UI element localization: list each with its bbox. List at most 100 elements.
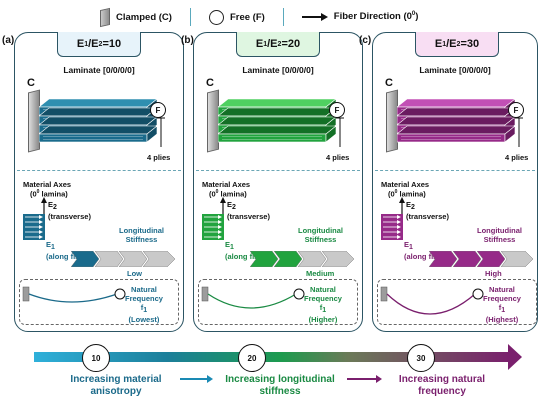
lamina-square: [23, 214, 45, 240]
clamp-icon: [100, 7, 110, 27]
ply: [397, 133, 506, 143]
ply-side: [325, 125, 337, 143]
ply-top: [218, 107, 337, 117]
gradient-arrow-bar: [34, 352, 510, 362]
axes-icon: [41, 197, 47, 215]
mode-shape-icon: [380, 286, 484, 315]
e1-label: E1(along fiber): [225, 240, 269, 261]
ratio-node-20: 20: [238, 344, 266, 372]
material-axes-title: Material Axes: [202, 180, 251, 189]
stiffness-arrow: [429, 251, 534, 267]
clamp-letter: C: [27, 77, 35, 89]
ply-top: [218, 98, 337, 108]
stiffness-level: Low: [127, 269, 142, 278]
frequency-box: [19, 279, 179, 325]
laminate-title: Laminate [0/0/0/0]: [63, 65, 135, 75]
laminate-title: Laminate [0/0/0/0]: [242, 65, 314, 75]
ply-top: [39, 107, 158, 117]
material-axes-title: Material Axes: [23, 180, 72, 189]
panel-label: (c): [359, 35, 372, 46]
ratio-node-30: 30: [407, 344, 435, 372]
gradient-arrow-head: [508, 344, 522, 370]
plies-label: 4 plies: [326, 153, 350, 162]
thickness-marker: [515, 117, 523, 147]
mode-shape-icon: [201, 286, 305, 309]
stiffness-arrow: [71, 251, 176, 267]
free-end-marker: F: [329, 102, 345, 118]
stiffness-level: High: [485, 269, 502, 278]
legend-free: Free (F): [208, 9, 265, 25]
frequency-box: [377, 279, 537, 325]
e2-label: E2(transverse): [406, 200, 449, 221]
section-divider: [375, 170, 535, 171]
ratio-node-10: 10: [82, 344, 110, 372]
lamina-square: [202, 214, 224, 240]
ply-top: [39, 98, 158, 108]
caption-anisotropy: Increasing material anisotropy: [70, 374, 162, 397]
arrow-icon: [180, 375, 213, 383]
laminate-drawing: [218, 98, 337, 143]
plies-label: 4 plies: [505, 153, 529, 162]
ply: [218, 133, 327, 143]
mode-shape-icon: [22, 286, 126, 303]
ply-top: [39, 116, 158, 126]
lamina-square: [381, 214, 403, 240]
legend: Clamped (C) Free (F) Fiber Direction (00…: [100, 6, 472, 28]
section-divider: [196, 170, 360, 171]
ply-top: [39, 125, 158, 135]
stiffness-arrow: [250, 251, 355, 267]
legend-divider: [282, 8, 284, 26]
e1-label: E1(along fiber): [46, 240, 90, 261]
arrow-icon: [347, 375, 382, 383]
panel-label: (b): [181, 35, 194, 46]
ply-side: [146, 125, 158, 143]
legend-free-label: Free (F): [229, 11, 265, 23]
frequency-box: [198, 279, 358, 325]
clamp-letter: C: [385, 77, 393, 89]
legend-fiber-label: Fiber Direction (00): [333, 11, 419, 23]
ply-side: [504, 125, 516, 143]
legend-clamped: Clamped (C): [100, 7, 172, 27]
material-axes-subtitle: (00 lamina): [209, 189, 247, 199]
stiffness-level: Medium: [306, 269, 335, 278]
material-axes-subtitle: (00 lamina): [388, 189, 426, 199]
axes-icon: [399, 197, 405, 215]
free-end-icon: [208, 9, 224, 25]
legend-fiber: Fiber Direction (00): [301, 11, 419, 23]
ply-top: [397, 107, 516, 117]
panel-label: (a): [2, 35, 15, 46]
thickness-marker: [336, 117, 344, 147]
e2-label: E2(transverse): [227, 200, 270, 221]
free-end-marker: F: [508, 102, 524, 118]
laminate-drawing: [397, 98, 516, 143]
clamp-letter: C: [206, 77, 214, 89]
laminate-title: Laminate [0/0/0/0]: [419, 65, 491, 75]
caption-frequency: Increasing natural frequency: [398, 374, 486, 397]
ply-top: [397, 125, 516, 135]
ply: [39, 133, 148, 143]
ply-top: [397, 98, 516, 108]
e1-label: E1(along fiber): [404, 240, 448, 261]
ply-top: [218, 116, 337, 126]
axes-icon: [220, 197, 226, 215]
material-axes-title: Material Axes: [381, 180, 430, 189]
legend-divider: [189, 8, 191, 26]
material-axes-subtitle: (00 lamina): [30, 189, 68, 199]
ply-top: [218, 125, 337, 135]
free-end-marker: F: [150, 102, 166, 118]
legend-clamped-label: Clamped (C): [116, 11, 172, 23]
laminate-drawing: [39, 98, 158, 143]
thickness-marker: [157, 117, 165, 147]
section-divider: [17, 170, 181, 171]
